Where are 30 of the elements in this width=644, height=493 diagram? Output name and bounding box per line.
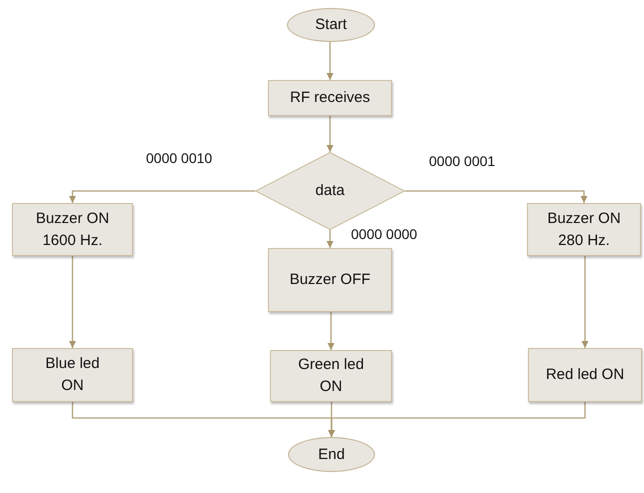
arrow xyxy=(582,256,588,348)
node-text: Buzzer ON 280 Hz. xyxy=(546,208,622,250)
decision-diamond xyxy=(255,152,405,230)
node-text: Red led ON xyxy=(544,365,626,386)
arrow xyxy=(328,312,334,350)
node-text: Buzzer OFF xyxy=(288,270,372,290)
arrow xyxy=(326,42,334,80)
process-box xyxy=(268,248,392,312)
process-box xyxy=(528,348,642,402)
edge-label: 0000 0000 xyxy=(350,226,418,242)
process-box xyxy=(12,203,133,256)
arrow xyxy=(326,230,334,248)
arrow xyxy=(328,402,586,437)
arrow xyxy=(69,190,255,203)
node-text: data xyxy=(314,181,346,202)
process-box xyxy=(527,203,641,256)
process-box xyxy=(270,350,392,402)
arrow xyxy=(405,190,588,203)
node-text: RF receives xyxy=(288,88,372,108)
arrow xyxy=(326,116,334,152)
arrow xyxy=(69,256,76,348)
process-box xyxy=(12,348,133,402)
edge-label: 0000 0010 xyxy=(145,150,214,166)
node-text: Buzzer ON 1600 Hz. xyxy=(34,208,110,250)
edge-label: 0000 0001 xyxy=(428,153,496,169)
node-text: Green led ON xyxy=(297,355,365,397)
node-text: Blue led ON xyxy=(44,354,101,396)
node-text: End xyxy=(317,444,346,465)
process-box xyxy=(268,80,392,116)
node-text: Start xyxy=(314,15,348,36)
